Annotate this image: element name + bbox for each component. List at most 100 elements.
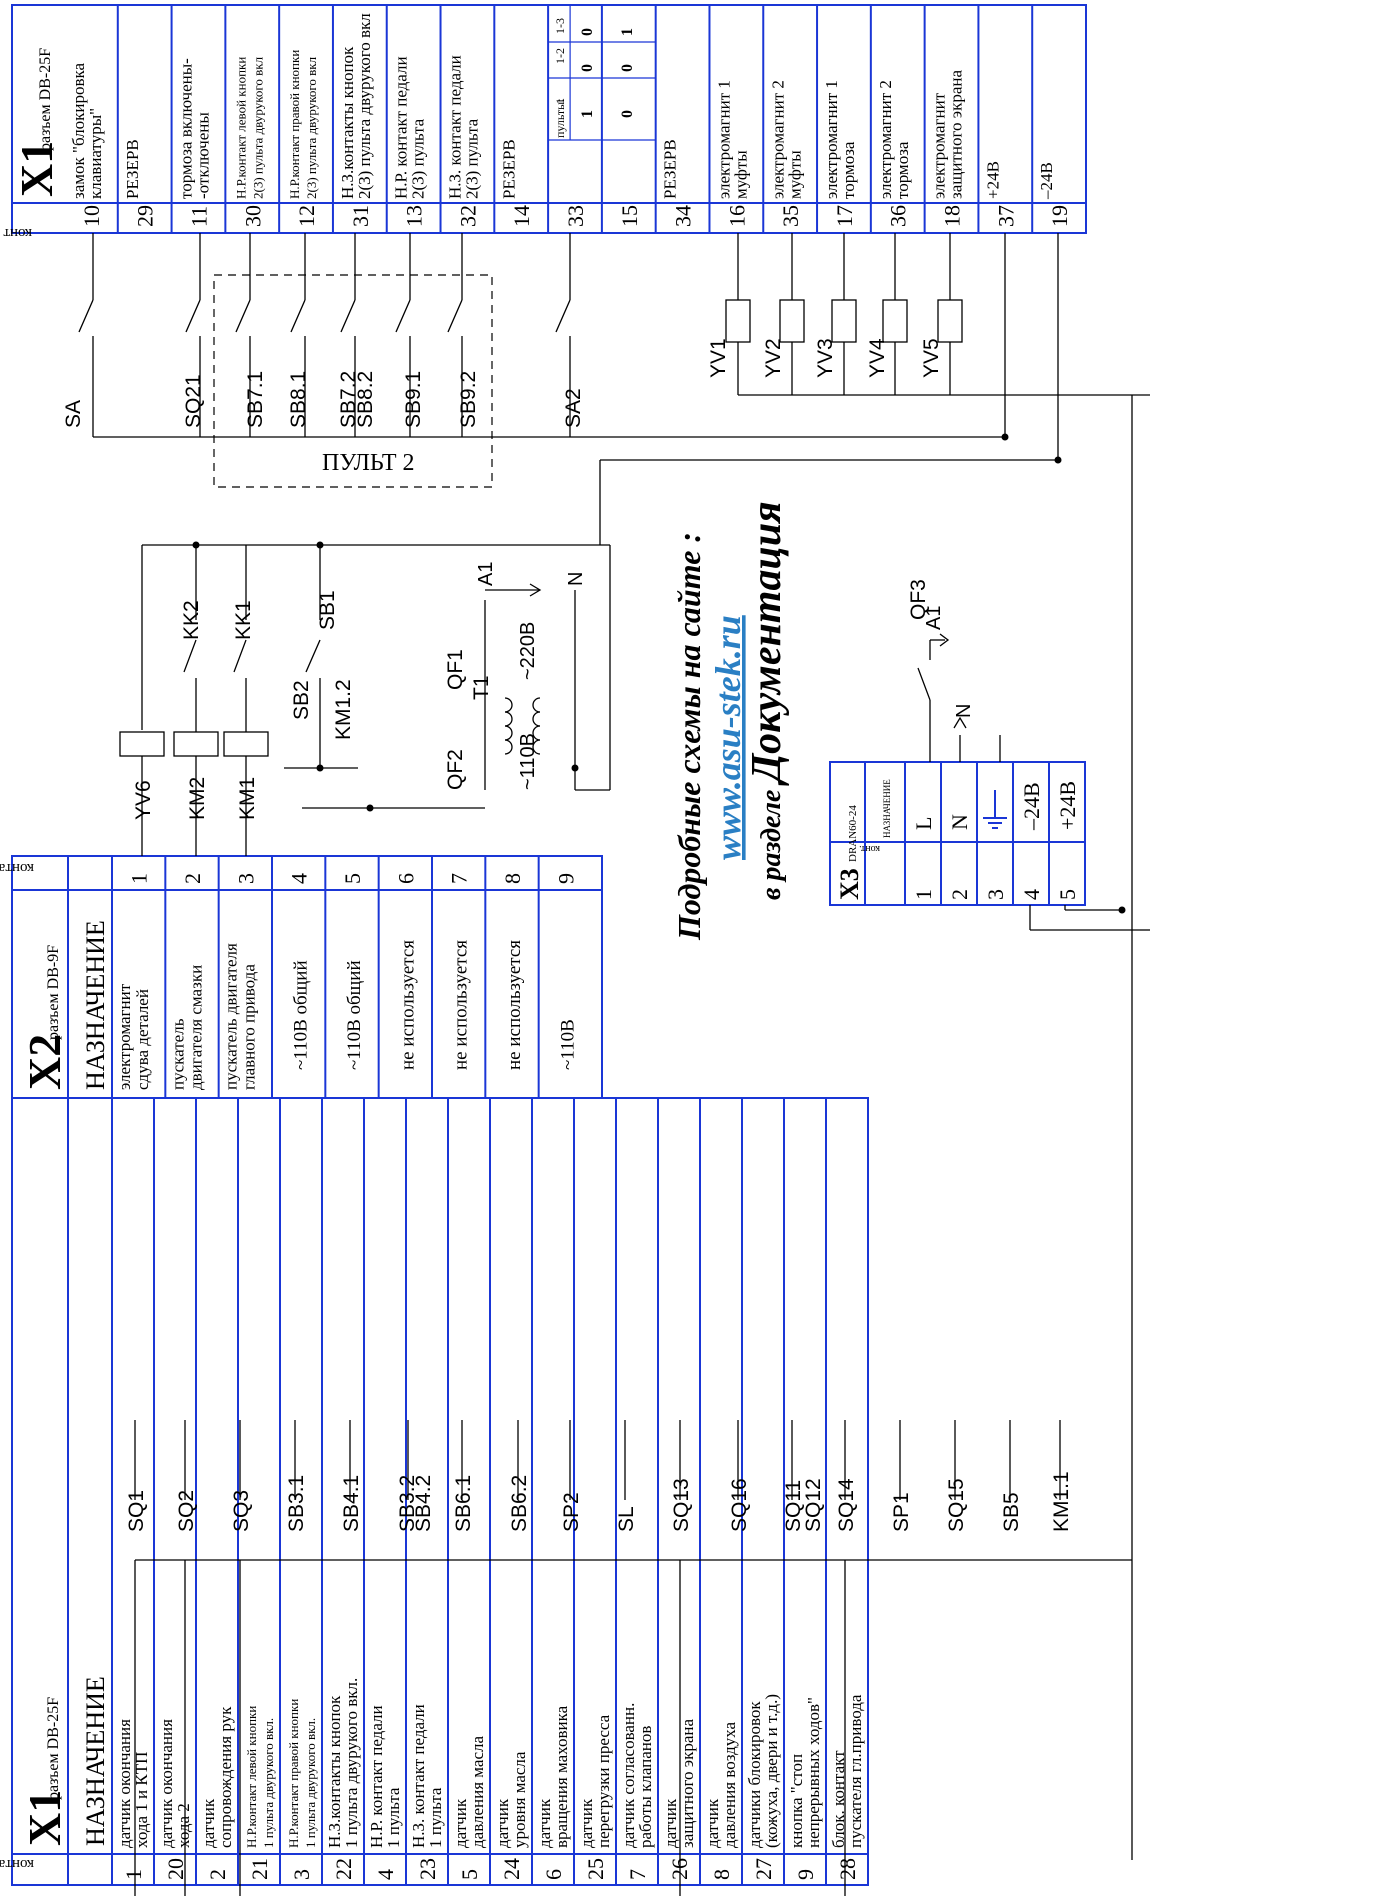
yv-coil	[725, 299, 751, 343]
arrow-label-a1: A1	[475, 562, 497, 586]
device-label-sb6-2: SB6.2	[508, 1475, 531, 1532]
x2-desc: главного привода	[240, 964, 259, 1090]
x1-top-desc: Н.Р.контакт левой кнопки	[233, 57, 248, 199]
x2-pin: 3	[233, 873, 258, 884]
transformer-coil	[504, 725, 513, 741]
device-label-km1: KM1	[236, 777, 259, 820]
x3-frame	[829, 761, 1086, 906]
x1-top-pin: 31	[348, 205, 373, 227]
x2-pin: 6	[393, 873, 418, 884]
device-label-km1-2: KM1.2	[332, 679, 355, 740]
qf3-contact	[917, 667, 931, 701]
x1-top-desc: 2(3) пульта	[463, 118, 482, 199]
pults-val: 0	[579, 64, 596, 72]
x1-bottom-desc: пускателя гл.привода	[846, 1694, 865, 1848]
x1-bottom-pin: 22	[331, 1858, 356, 1880]
x1-top-desc: тормоза	[839, 141, 858, 199]
device-label-sq12: SQ12	[802, 1478, 825, 1532]
arrow-label-n: N	[565, 572, 587, 586]
x1-bottom-desc: 1 пульта	[426, 1787, 445, 1848]
x1-bottom-desc: непрерывных ходов"	[804, 1697, 823, 1848]
x2-pin: 2	[180, 873, 205, 884]
x1-top-pin: 34	[671, 205, 696, 227]
x1-bottom-desc: перегрузки пресса	[594, 1714, 613, 1848]
SA2-contact	[555, 299, 571, 333]
x1-bottom-desc: Н.Р.контакт правой кнопки	[286, 1699, 301, 1848]
x2-pin: 9	[553, 873, 578, 884]
x1-bottom-desc: датчик	[577, 1798, 596, 1848]
x2-frame	[11, 855, 603, 1099]
x1-top-desc: РЕЗЕРВ	[661, 139, 680, 199]
x1-top-desc: Н.З. контакт педали	[446, 55, 465, 199]
transformer-coil	[532, 739, 541, 755]
x2-pin: 8	[500, 873, 525, 884]
yv-coil	[831, 299, 857, 343]
km1-coil	[223, 731, 269, 757]
promo-url: www.asu-stek.ru	[708, 615, 748, 860]
device-label-sq13: SQ13	[670, 1478, 693, 1532]
device-label-yv5: YV5	[920, 338, 943, 378]
device-label-sp2: SP2	[560, 1492, 583, 1532]
x1-bottom-desc: Н.Р.контакт левой кнопки	[244, 1706, 259, 1848]
pults-col: 1-3	[553, 18, 567, 34]
x1-bottom-pin: 6	[541, 1869, 566, 1880]
junction-dot	[1118, 906, 1126, 914]
x1-bottom-pin: 9	[793, 1869, 818, 1880]
device-label-km1-1: KM1.1	[1050, 1471, 1073, 1532]
x1-bottom-desc: работы клапанов	[636, 1726, 655, 1848]
device-label-sb7-1: SB7.1	[244, 371, 267, 428]
x1-top-desc: электромагнит	[930, 92, 949, 199]
x1-top-pin: 30	[240, 205, 265, 227]
km2-coil	[173, 731, 219, 757]
device-label-sb9-2: SB9.2	[457, 371, 480, 428]
sb1-contact	[305, 639, 321, 673]
x1-bottom-pin: 3	[289, 1869, 314, 1880]
pults-val: 0	[619, 64, 636, 72]
x1-bottom-desc: датчик	[199, 1798, 218, 1848]
device-label-sp1: SP1	[890, 1492, 913, 1532]
x1-top-pin: 18	[940, 205, 965, 227]
transformer-coil	[532, 697, 541, 713]
x2-desc: двигателя смазки	[186, 965, 205, 1090]
x1-top-desc: -отключены	[194, 112, 213, 199]
yv6-coil	[119, 731, 165, 757]
pults-label: пульты:	[553, 98, 567, 138]
junction-dot	[192, 541, 200, 549]
x1-top-pin: 36	[886, 205, 911, 227]
x1-bottom-desc: датчики блокировок	[745, 1701, 764, 1848]
x1-bottom-desc: уровня масла	[510, 1751, 529, 1848]
x2-pin: 5	[340, 873, 365, 884]
yv-coil	[779, 299, 805, 343]
x3-desc: –24В	[1019, 782, 1044, 831]
x1-bottom-desc: защитного экрана	[678, 1719, 697, 1848]
pults-col: 1	[553, 98, 567, 104]
x2-subtitle: разъем DB-9F	[45, 945, 62, 1040]
x1-bottom-pin: 5	[457, 1869, 482, 1880]
x3-pin: 5	[1055, 889, 1080, 900]
x2-desc: сдува деталей	[133, 989, 152, 1090]
x2-pin: 1	[127, 873, 152, 884]
promo-text: Подробные схемы на сайте :www.asu-stek.r…	[671, 501, 790, 941]
x1-bottom-pin: 27	[751, 1858, 776, 1880]
transformer-coil	[504, 739, 513, 755]
x3-header-purpose: НАЗНАЧЕНИЕ	[882, 779, 892, 838]
x2-pin: 4	[287, 873, 312, 884]
x2-title: X2	[19, 1034, 70, 1090]
device-label-sb8-1: SB8.1	[287, 371, 310, 428]
x1-top-pin: 32	[455, 205, 480, 227]
device-label-sq16: SQ16	[728, 1478, 751, 1532]
wiring	[78, 233, 1150, 1896]
x1-bottom-desc: датчик	[451, 1798, 470, 1848]
device-label-sb3-2: SB3.2	[396, 1475, 419, 1532]
device-label-sb9-1: SB9.1	[402, 371, 425, 428]
device-label-sa: SA	[62, 400, 85, 428]
x1-bottom-desc: датчик окончания	[157, 1719, 176, 1848]
yv-coil	[937, 299, 963, 343]
x1-top-desc: муфты	[785, 150, 804, 199]
device-label-sb4-2: SB4.2	[412, 1475, 435, 1532]
x1-bottom-desc: сопровождения рук	[216, 1706, 235, 1848]
x1-bottom-desc: датчик	[661, 1798, 680, 1848]
